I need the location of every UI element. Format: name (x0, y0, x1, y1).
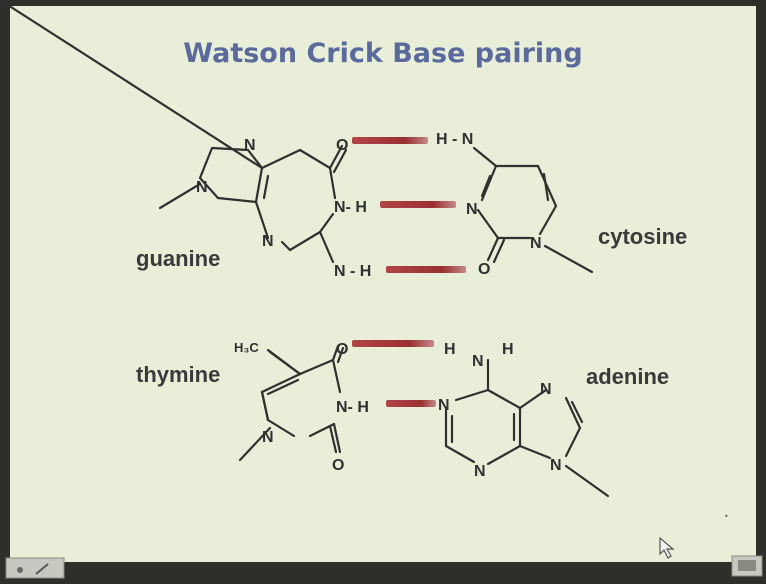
atom-nh: N- H (336, 399, 369, 416)
atom-n: N (262, 429, 274, 446)
adenine-structure (444, 358, 610, 498)
atom-n: N (244, 137, 256, 154)
label-adenine: adenine (586, 364, 670, 389)
thymine-structure (238, 344, 345, 462)
bottom-bar (0, 562, 766, 579)
atom-o: O (336, 341, 348, 358)
hbond-3 (386, 266, 466, 273)
hbond-4 (352, 340, 434, 347)
atom-n: N (540, 381, 552, 398)
atom-nh: N - H (334, 263, 371, 280)
hbond-5 (386, 400, 436, 407)
slide-background (10, 6, 756, 566)
label-cytosine: cytosine (598, 224, 688, 249)
atom-o: O (478, 261, 490, 278)
page-marker: • (724, 512, 729, 521)
atom-o: O (332, 457, 344, 474)
label-thymine: thymine (136, 362, 221, 387)
atom-n: N (472, 353, 484, 370)
atom-n: N (550, 457, 562, 474)
hbond-2 (380, 201, 456, 208)
atom-n: N (466, 201, 478, 218)
hydrogen-bonds (352, 137, 466, 407)
cytosine-structure (472, 146, 594, 274)
atom-nh: N- H (334, 199, 367, 216)
atom-methyl: H₃C (234, 340, 259, 355)
hbond-1 (352, 137, 428, 144)
slide-title: Watson Crick Base pairing (183, 38, 583, 69)
atom-n: N (474, 463, 486, 480)
atom-o: O (336, 137, 348, 154)
mouse-pointer-icon (659, 536, 675, 559)
slide-thumbnail-icon[interactable] (5, 557, 65, 579)
atom-h: H (444, 341, 456, 358)
atom-n: N (530, 235, 542, 252)
guanine-structure (0, 0, 348, 264)
atom-h: H (502, 341, 514, 358)
atom-n: N (262, 233, 274, 250)
label-guanine: guanine (136, 246, 221, 271)
atom-n: N (196, 179, 208, 196)
monitor-icon[interactable] (731, 555, 763, 577)
atom-n: N (438, 397, 450, 414)
atom-hn: H - N (436, 131, 473, 148)
